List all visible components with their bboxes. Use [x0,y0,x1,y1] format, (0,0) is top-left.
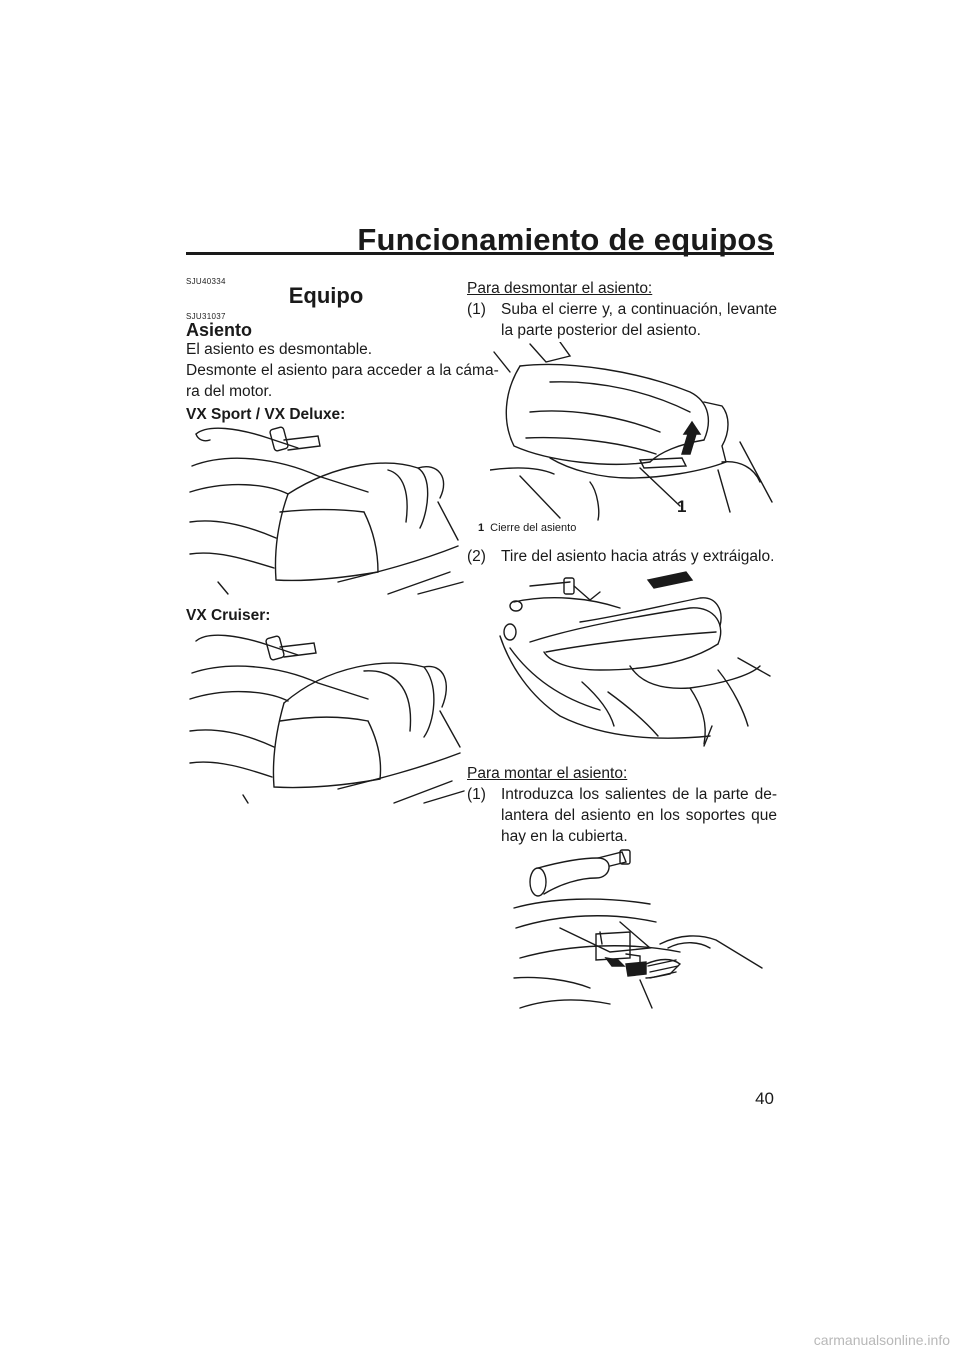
install-step-1-number: (1) [467,786,486,803]
page-number: 40 [755,1089,774,1108]
remove-step-2: (2) Tire del asiento hacia atrás y extrá… [467,546,777,567]
remove-heading: Para desmontar el asiento: [467,280,653,297]
watermark: carmanualsonline.info [813,1332,950,1348]
page-header-title: Funcionamiento de equipos [357,222,774,257]
install-heading: Para montar el asiento: [467,765,628,782]
subsection-title: Asiento [186,320,253,340]
intro-text-1: El asiento es desmontable. [186,341,373,358]
intro-text-2a: Desmonte el asiento para acceder a la cá… [186,362,499,379]
model-label-vx-cruiser: VX Cruiser: [186,607,271,624]
remove-step-2-text: Tire del asiento hacia atrás y extráigal… [501,548,775,565]
header-rule [186,252,774,255]
section-title: Equipo [288,283,364,308]
model-label-vx-sport: VX Sport / VX Deluxe: [186,406,346,423]
remove-step-1: (1) Suba el cierre y, a continuación, le… [467,299,777,341]
callout-number: 1 [677,497,687,516]
caption-number: 1 [478,522,485,534]
figure-vx-cruiser-seat [188,627,468,805]
remove-step-1-number: (1) [467,301,486,318]
subsection-code: SJU31037 [186,312,226,321]
caption-text: Cierre del asiento [490,522,577,534]
install-step-1-text: Introduzca los salientes de la parte de-… [501,786,777,845]
remove-step-1-text: Suba el cierre y, a continuación, levant… [501,301,777,339]
figure-caption: 1 Cierre del asiento [478,522,576,534]
figure-vx-sport-seat [188,422,468,597]
figure-seat-removal [490,566,775,750]
intro-text-2b: ra del motor. [186,383,273,400]
figure-seat-installation [500,848,770,1034]
remove-step-2-number: (2) [467,548,486,565]
figure-seat-lock [490,342,775,524]
section-code: SJU40334 [186,277,226,286]
install-step-1: (1) Introduzca los salientes de la parte… [467,784,777,847]
